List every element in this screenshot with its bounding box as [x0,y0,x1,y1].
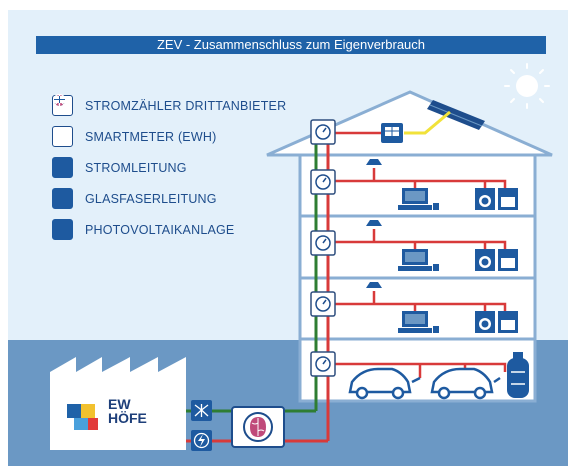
computer-icon [398,249,439,271]
fiber-icon [52,95,73,209]
meter-dial-icon [310,291,336,317]
legend: STROMZÄHLER DRITTANBIETER SMARTMETER (EW… [52,93,302,248]
solar-line [404,110,451,135]
legend-label: STROMZÄHLER DRITTANBIETER [85,98,287,113]
lightning-icon [52,93,73,178]
legend-item-stromzaehler: STROMZÄHLER DRITTANBIETER [52,93,302,118]
legend-label: GLASFASERLEITUNG [85,191,217,206]
ew-hoefe-logo-text: EW HÖFE [108,397,147,425]
computer-icon [398,188,439,210]
ceiling-lamp-icon [366,159,382,288]
washing-machine-icon [475,188,495,333]
rooftop-solar-panel [427,100,485,130]
fiber-icon [191,400,212,421]
floor-power-lines [333,168,507,378]
logo-line-2: HÖFE [108,410,147,426]
ew-hoefe-logo-mark [67,404,98,430]
floor-dividers [300,214,535,341]
legend-label: PHOTOVOLTAIKANLAGE [85,222,235,237]
lightning-icon [191,430,212,451]
meter-dial-icon [310,169,336,195]
legend-label: STROMLEITUNG [85,160,187,175]
electric-car-icon [348,367,421,400]
inverter-icon [381,123,403,143]
legend-item-photovoltaik: PHOTOVOLTAIKANLAGE [52,96,302,242]
meter-dial-icon [310,230,336,256]
brain-smartmeter-icon [52,95,73,147]
legend-item-smartmeter: SMARTMETER (EWH) [52,95,302,149]
logo-line-1: EW [108,396,131,412]
legend-item-glasfaser: GLASFASERLEITUNG [52,95,302,211]
computer-icon [398,311,439,333]
legend-label: SMARTMETER (EWH) [85,129,217,144]
ew-hoefe-factory [50,357,186,450]
apartment-building [266,90,553,403]
meter-dial-icon [310,119,336,145]
page-title: ZEV - Zusammenschluss zum Eigenverbrauch [36,36,546,54]
sun-icon [504,63,550,109]
battery-storage-icon [507,352,529,398]
meter-dial-icon [310,351,336,377]
legend-item-stromleitung: STROMLEITUNG [52,93,302,180]
solar-panel-icon [52,96,73,240]
smartmeter-box [231,406,285,448]
stove-icon [498,188,518,333]
electric-car-icon [430,367,501,400]
